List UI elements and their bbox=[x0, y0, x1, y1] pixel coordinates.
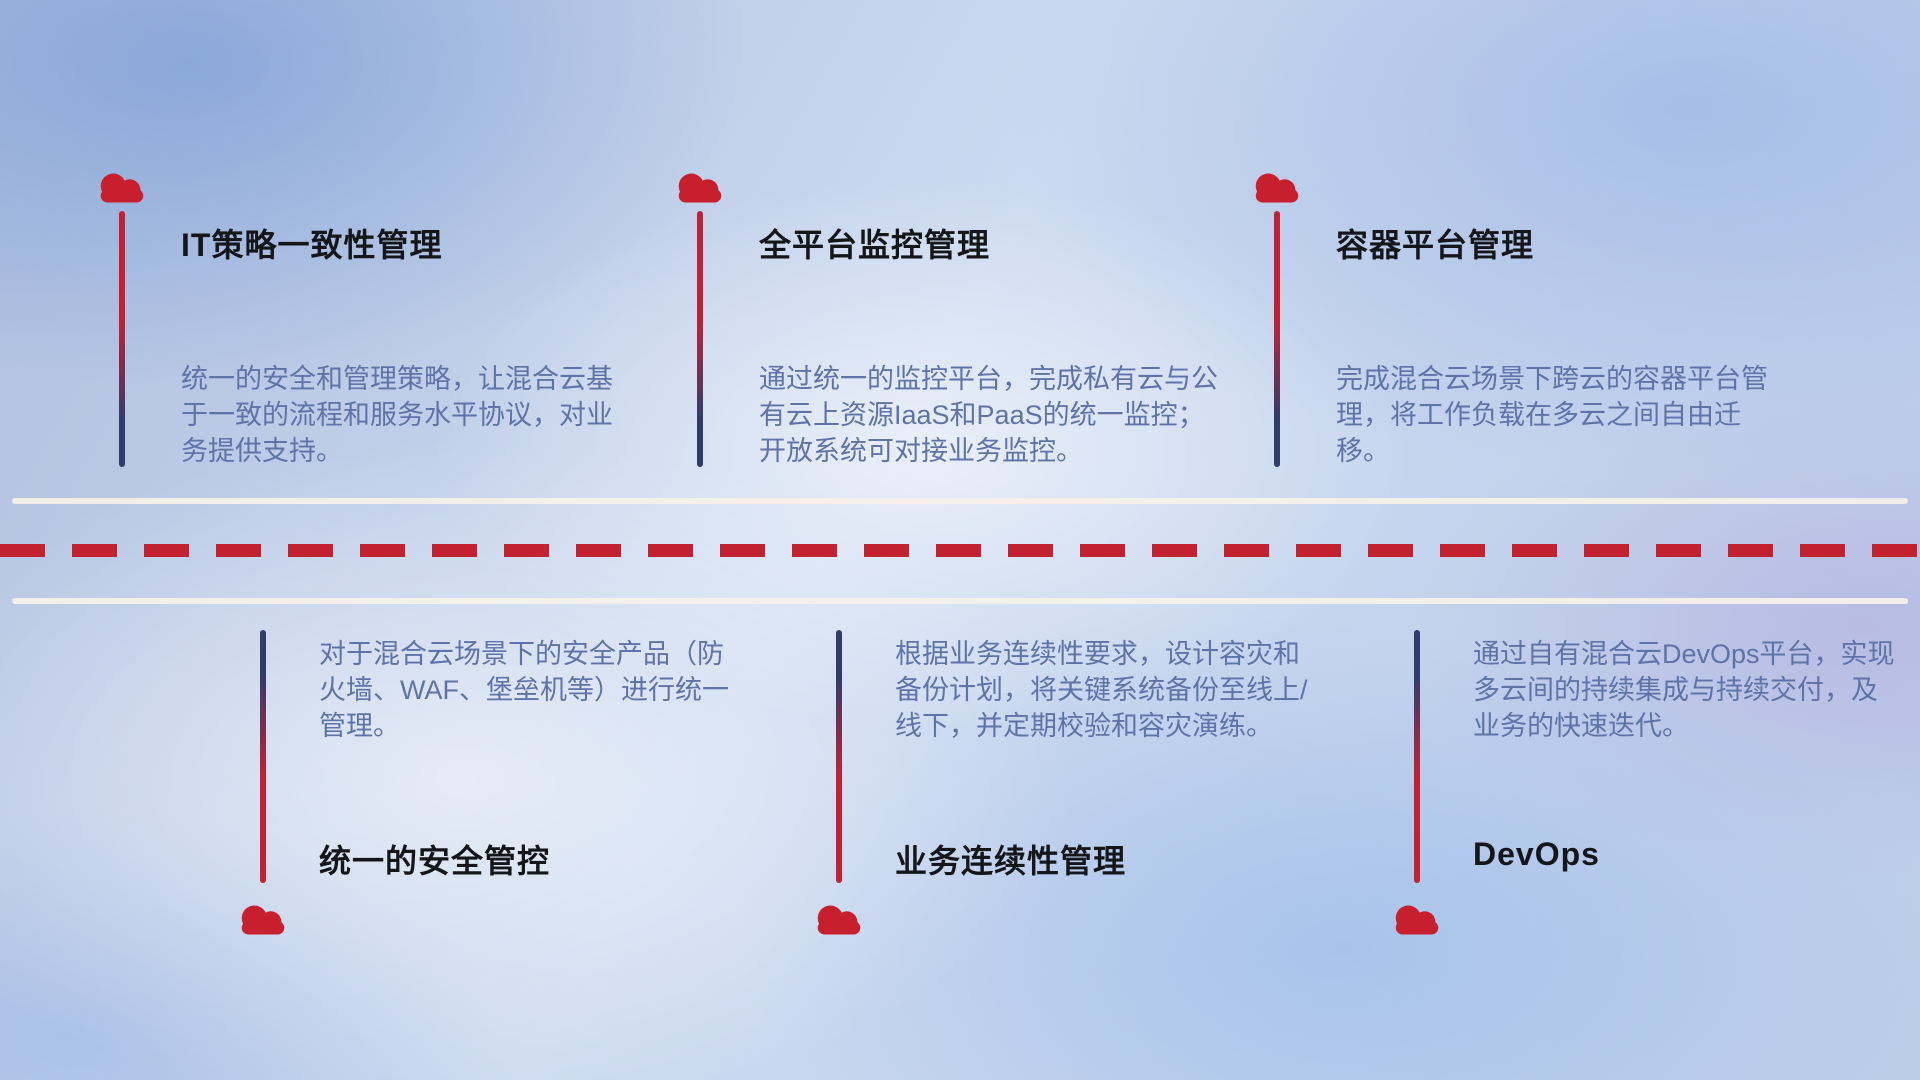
connector-line bbox=[119, 211, 125, 467]
cloud-icon bbox=[671, 167, 729, 209]
cloud-icon bbox=[810, 899, 868, 941]
road-dashed-divider bbox=[0, 544, 1920, 557]
cloud-icon bbox=[1248, 167, 1306, 209]
feature-description: 完成混合云场景下跨云的容器平台管理，将工作负载在多云之间自由迁移。 bbox=[1336, 364, 1768, 466]
feature-description: 统一的安全和管理策略，让混合云基于一致的流程和服务水平协议，对业务提供支持。 bbox=[181, 364, 613, 466]
cloud-icon bbox=[1388, 899, 1446, 941]
feature-title: 容器平台管理 bbox=[1336, 227, 1535, 263]
feature-description: 通过自有混合云DevOps平台，实现多云间的持续集成与持续交付，及业务的快速迭代… bbox=[1473, 639, 1895, 741]
cloud-icon bbox=[234, 899, 292, 941]
feature-description: 对于混合云场景下的安全产品（防火墙、WAF、堡垒机等）进行统一管理。 bbox=[319, 639, 729, 741]
connector-line bbox=[1274, 211, 1280, 467]
feature-description: 通过统一的监控平台，完成私有云与公有云上资源IaaS和PaaS的统一监控；开放系… bbox=[759, 364, 1218, 466]
connector-line bbox=[697, 211, 703, 467]
feature-title: DevOps bbox=[1473, 836, 1600, 872]
feature-description: 根据业务连续性要求，设计容灾和备份计划，将关键系统备份至线上/线下，并定期校验和… bbox=[895, 639, 1308, 741]
feature-title: 统一的安全管控 bbox=[319, 843, 551, 879]
connector-line bbox=[260, 630, 266, 883]
feature-title: 业务连续性管理 bbox=[895, 843, 1127, 879]
connector-line bbox=[836, 630, 842, 883]
connector-line bbox=[1414, 630, 1420, 883]
road-top-line bbox=[12, 498, 1908, 504]
feature-title: 全平台监控管理 bbox=[759, 227, 991, 263]
road-bottom-line bbox=[12, 598, 1908, 604]
cloud-icon bbox=[93, 167, 151, 209]
feature-title: IT策略一致性管理 bbox=[181, 227, 443, 263]
